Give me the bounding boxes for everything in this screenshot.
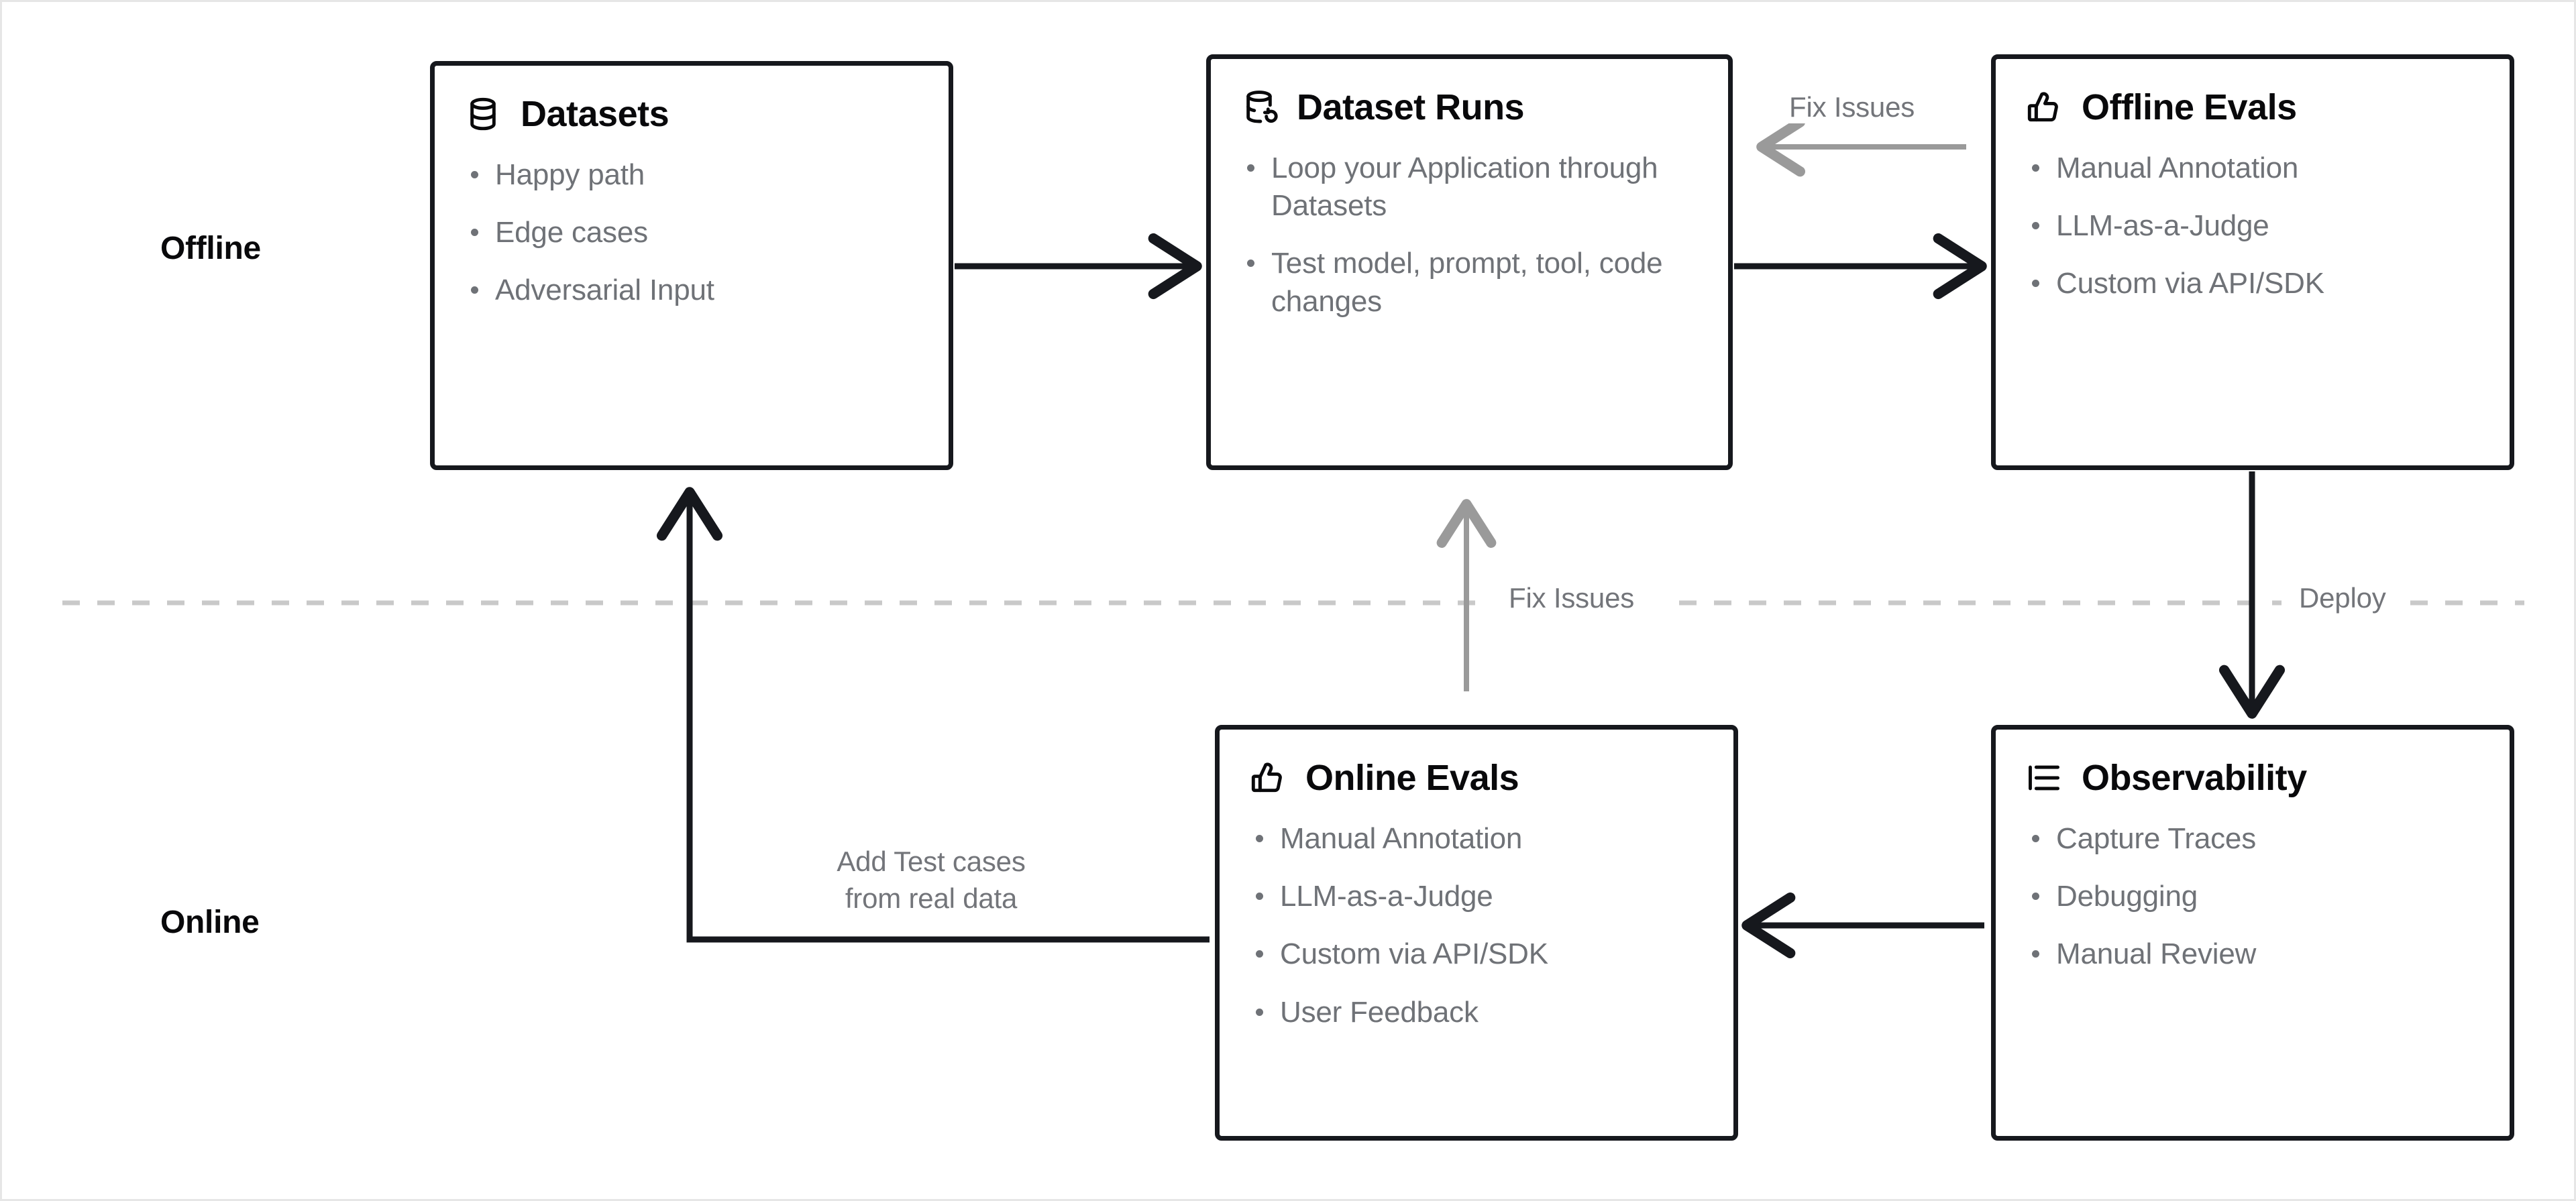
card-bullet-list: Happy path Edge cases Adversarial Input bbox=[464, 156, 919, 310]
card-title: Online Evals bbox=[1305, 758, 1519, 798]
card-header: Offline Evals bbox=[2025, 89, 2480, 127]
card-header: Dataset Runs bbox=[1240, 89, 1699, 127]
bullet-item: Edge cases bbox=[464, 214, 919, 251]
card-observability[interactable]: Observability Capture Traces Debugging M… bbox=[1991, 725, 2514, 1141]
bullet-item: Adversarial Input bbox=[464, 272, 919, 309]
card-title: Dataset Runs bbox=[1297, 87, 1525, 127]
lane-label-online: Online bbox=[160, 905, 260, 940]
bullet-item: User Feedback bbox=[1249, 994, 1704, 1031]
bullet-item: Loop your Application through Datasets bbox=[1240, 150, 1699, 225]
card-header: Observability bbox=[2025, 759, 2480, 797]
card-bullet-list: Capture Traces Debugging Manual Review bbox=[2025, 820, 2480, 974]
add-test-cases-line-2: from real data bbox=[845, 882, 1018, 914]
bullet-item: Custom via API/SDK bbox=[1249, 935, 1704, 973]
add-test-cases-line-1: Add Test cases bbox=[837, 846, 1026, 877]
card-header: Datasets bbox=[464, 95, 919, 133]
card-offline-evals[interactable]: Offline Evals Manual Annotation LLM-as-a… bbox=[1991, 54, 2514, 470]
list-tree-icon bbox=[2029, 766, 2059, 791]
card-bullet-list: Loop your Application through Datasets T… bbox=[1240, 150, 1699, 321]
thumbs-up-icon bbox=[2027, 92, 2058, 122]
card-bullet-list: Manual Annotation LLM-as-a-Judge Custom … bbox=[1249, 820, 1704, 1031]
database-icon bbox=[470, 98, 496, 131]
bullet-item: Capture Traces bbox=[2025, 820, 2480, 858]
card-title: Offline Evals bbox=[2082, 87, 2297, 127]
bullet-item: Manual Review bbox=[2025, 935, 2480, 973]
bullet-item: Manual Annotation bbox=[1249, 820, 1704, 858]
card-bullet-list: Manual Annotation LLM-as-a-Judge Custom … bbox=[2025, 150, 2480, 303]
database-refresh-icon bbox=[1246, 91, 1278, 123]
bullet-item: Manual Annotation bbox=[2025, 150, 2480, 187]
card-title: Observability bbox=[2082, 758, 2307, 798]
edge-label-add-test-cases: Add Test cases from real data bbox=[810, 844, 1052, 917]
card-header: Online Evals bbox=[1249, 759, 1704, 797]
card-online-evals[interactable]: Online Evals Manual Annotation LLM-as-a-… bbox=[1215, 725, 1738, 1141]
bullet-item: Happy path bbox=[464, 156, 919, 194]
card-title: Datasets bbox=[521, 94, 669, 134]
bullet-item: LLM-as-a-Judge bbox=[1249, 878, 1704, 915]
thumbs-up-icon bbox=[1251, 762, 1282, 793]
bullet-item: Test model, prompt, tool, code changes bbox=[1240, 245, 1699, 321]
bullet-item: Custom via API/SDK bbox=[2025, 265, 2480, 302]
edge-label-fix-issues-middle: Fix Issues bbox=[1499, 582, 1644, 614]
edge-label-deploy: Deploy bbox=[2290, 582, 2396, 614]
edge-label-fix-issues-top: Fix Issues bbox=[1780, 91, 1925, 123]
bullet-item: LLM-as-a-Judge bbox=[2025, 207, 2480, 245]
card-datasets[interactable]: Datasets Happy path Edge cases Adversari… bbox=[430, 61, 953, 470]
lane-label-offline: Offline bbox=[160, 231, 261, 266]
bullet-item: Debugging bbox=[2025, 878, 2480, 915]
card-dataset-runs[interactable]: Dataset Runs Loop your Application throu… bbox=[1206, 54, 1733, 470]
